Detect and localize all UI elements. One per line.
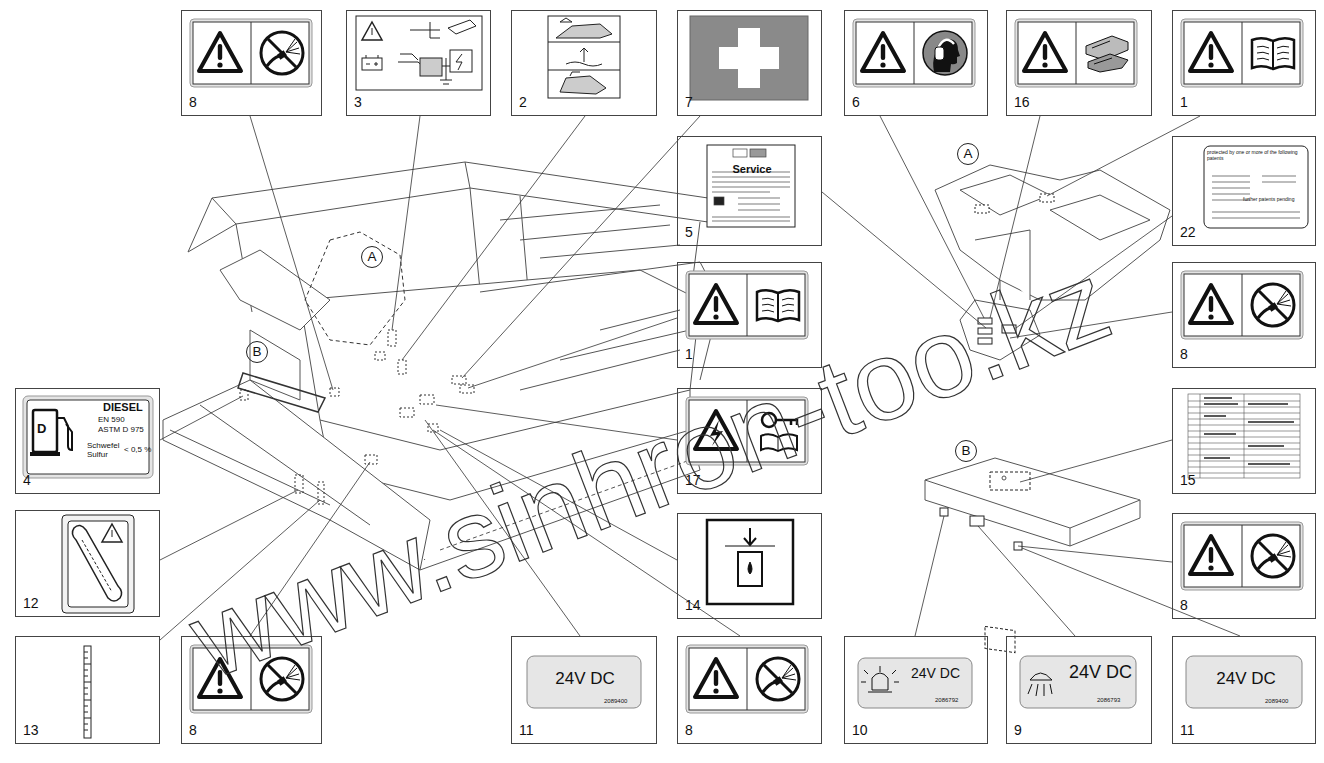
detail-circle: A <box>957 143 979 165</box>
callout-box: 8 <box>181 10 322 116</box>
callout-number: 8 <box>1180 347 1188 362</box>
callout-number: 2 <box>519 95 527 110</box>
callout-box: 12 <box>15 510 160 617</box>
callout-box: 24V DC 2086792 10 <box>844 636 988 744</box>
callout-number: 8 <box>1180 598 1188 613</box>
callout-number: 3 <box>354 95 362 110</box>
sticker-text: protected by one or more of the followin… <box>1207 149 1307 161</box>
detail-letter: A <box>958 144 978 164</box>
callout-number: 14 <box>685 598 701 613</box>
sticker-text: Schwefel Sulfur <box>87 441 127 459</box>
callout-number: 22 <box>1180 225 1196 240</box>
sticker-text: 24V DC <box>911 666 960 681</box>
sticker-text: 24V DC <box>528 670 642 689</box>
callout-box: 15 <box>1172 388 1316 494</box>
callout-box: 1 <box>677 262 822 368</box>
callout-box: 2 <box>511 10 657 116</box>
callout-box: 8 <box>1172 262 1316 368</box>
callout-number: 16 <box>1014 95 1030 110</box>
callout-number: 9 <box>1014 723 1022 738</box>
callout-box: 8 <box>181 636 322 744</box>
callout-number: 1 <box>685 347 693 362</box>
sticker-text: EN 590 <box>98 416 125 425</box>
watermark: www.sinhron-too.kz <box>174 236 1127 704</box>
callout-number: 8 <box>685 723 693 738</box>
detail-letter: A <box>362 247 382 267</box>
callout-number: 6 <box>852 95 860 110</box>
detail-letter: B <box>247 342 267 362</box>
callout-box: 13 <box>15 636 160 744</box>
callout-number: 12 <box>23 596 39 611</box>
callout-box: protected by one or more of the followin… <box>1172 136 1316 246</box>
sticker-text: Service <box>708 163 796 175</box>
sticker-text: D <box>37 422 46 436</box>
sticker-text: 2086793 <box>1097 697 1120 704</box>
callout-number: 8 <box>189 95 197 110</box>
sticker-text: 2089400 <box>604 698 627 705</box>
callout-box: 1 <box>1172 10 1316 116</box>
callout-number: 5 <box>685 225 693 240</box>
sticker-text: 24V DC <box>1069 663 1132 683</box>
callout-box: Service 5 <box>677 136 822 246</box>
detail-circle: A <box>361 246 383 268</box>
callout-box: 8 <box>677 636 822 744</box>
callout-box: 14 <box>677 513 822 619</box>
detail-circle: B <box>955 440 977 462</box>
callout-number: 15 <box>1180 473 1196 488</box>
sticker-text: 24V DC <box>1189 670 1303 689</box>
callout-box: 17 <box>677 388 822 494</box>
sticker-text: DIESEL <box>103 401 143 413</box>
callout-box: 16 <box>1006 10 1152 116</box>
callout-number: 4 <box>23 473 31 488</box>
sticker-text: 2089400 <box>1265 698 1288 705</box>
detail-letter: B <box>956 441 976 461</box>
callout-number: 13 <box>23 723 39 738</box>
callout-box: 7 <box>677 10 822 116</box>
callout-box: D DIESEL EN 590ASTM D 975Schwefel Sulfur< … <box>15 388 160 494</box>
callout-number: 10 <box>852 723 868 738</box>
callout-box: 24V DC 2089400 11 <box>511 636 657 744</box>
detail-circle: B <box>246 341 268 363</box>
sticker-text: further patents pending <box>1243 197 1294 203</box>
callout-number: 11 <box>1180 723 1195 738</box>
callout-number: 8 <box>189 723 197 738</box>
sticker-text: ASTM D 975 <box>98 426 144 435</box>
callout-number: 17 <box>685 473 701 488</box>
callout-number: 11 <box>519 723 534 738</box>
callout-box: 8 <box>1172 513 1316 619</box>
callout-number: 7 <box>685 95 693 110</box>
callout-box: 3 <box>346 10 491 116</box>
callout-box: 6 <box>844 10 988 116</box>
callout-number: 1 <box>1180 95 1188 110</box>
sticker-text: < 0,5 % <box>124 446 151 455</box>
callout-box: 24V DC 2086793 9 <box>1006 636 1152 744</box>
callout-box: 24V DC 2089400 11 <box>1172 636 1316 744</box>
sticker-text: 2086792 <box>935 697 958 704</box>
